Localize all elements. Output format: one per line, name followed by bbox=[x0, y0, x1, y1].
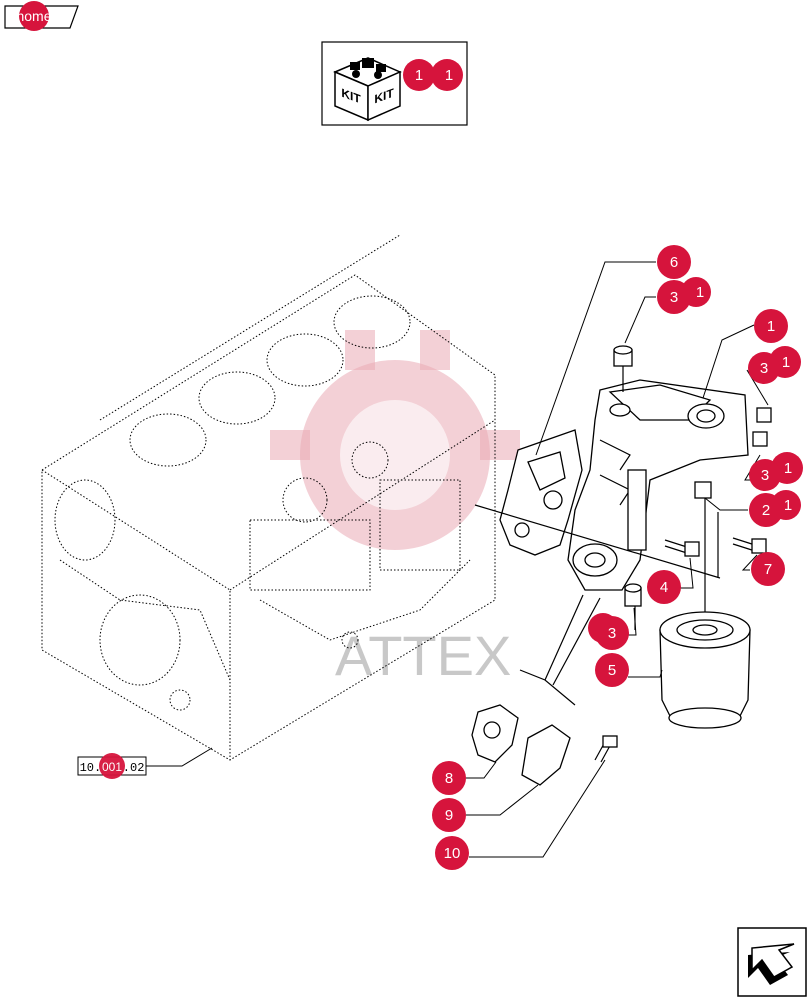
callout-9[interactable]: 9 bbox=[432, 798, 466, 832]
gasket bbox=[499, 429, 583, 556]
svg-text:3: 3 bbox=[761, 467, 769, 484]
callout-3-lower[interactable]: 3 bbox=[588, 613, 629, 650]
engine-block bbox=[41, 234, 496, 761]
svg-text:7: 7 bbox=[764, 561, 772, 578]
svg-text:3: 3 bbox=[760, 360, 768, 377]
callout-1-housing[interactable]: 1 bbox=[754, 309, 788, 343]
bolt-4 bbox=[664, 539, 700, 557]
plug-lower bbox=[624, 583, 642, 607]
svg-text:6: 6 bbox=[670, 254, 678, 271]
svg-text:3: 3 bbox=[670, 289, 678, 306]
svg-text:4: 4 bbox=[660, 579, 668, 596]
svg-text:1: 1 bbox=[782, 354, 790, 371]
callout-3-right-lower[interactable]: 1 3 bbox=[749, 452, 803, 491]
leader-lines bbox=[466, 261, 769, 858]
svg-text:1: 1 bbox=[696, 284, 704, 301]
home-button[interactable]: home bbox=[4, 1, 79, 31]
callout-10[interactable]: 10 bbox=[435, 836, 469, 870]
oil-filter bbox=[659, 611, 751, 729]
callout-4[interactable]: 4 bbox=[647, 570, 681, 604]
assembly-lines bbox=[474, 366, 721, 706]
return-arrow-icon bbox=[748, 943, 795, 985]
plug-mid bbox=[694, 481, 712, 499]
kit-callout[interactable]: 1 1 bbox=[403, 59, 463, 91]
svg-text:2: 2 bbox=[762, 502, 770, 519]
cover-gasket-8 bbox=[471, 704, 519, 763]
svg-text:8: 8 bbox=[445, 770, 453, 787]
svg-text:1: 1 bbox=[445, 67, 453, 84]
watermark-logo: ATTEX bbox=[270, 330, 520, 687]
kit-box-icon: KIT KIT bbox=[333, 57, 402, 122]
svg-text:001: 001 bbox=[102, 760, 122, 774]
bolt-10 bbox=[594, 735, 618, 763]
callout-3-upper[interactable]: 1 3 bbox=[657, 277, 711, 314]
callout-2[interactable]: 1 2 bbox=[749, 490, 801, 527]
watermark-text: ATTEX bbox=[335, 624, 511, 687]
plug-right-2 bbox=[752, 431, 768, 447]
oil-filter-housing bbox=[567, 379, 749, 591]
svg-text:5: 5 bbox=[608, 662, 616, 679]
plug-right-1 bbox=[756, 407, 772, 423]
return-arrow-button[interactable] bbox=[737, 927, 807, 997]
callout-3-right-upper[interactable]: 1 3 bbox=[748, 346, 801, 384]
callout-8[interactable]: 8 bbox=[432, 761, 466, 795]
callout-5[interactable]: 5 bbox=[595, 653, 629, 687]
callout-6[interactable]: 6 bbox=[657, 245, 691, 279]
svg-text:1: 1 bbox=[784, 460, 792, 477]
callout-7[interactable]: 7 bbox=[751, 552, 785, 586]
bolt-7 bbox=[732, 537, 767, 554]
svg-text:3: 3 bbox=[608, 625, 616, 642]
home-label: home bbox=[16, 8, 51, 24]
reference-tag[interactable]: 10.001.02 001 bbox=[77, 747, 213, 779]
svg-text:1: 1 bbox=[767, 318, 775, 335]
plug-top bbox=[613, 345, 633, 367]
kit-panel[interactable]: KIT KIT 1 1 bbox=[321, 41, 468, 126]
svg-text:1: 1 bbox=[415, 67, 423, 84]
cover-plate-9 bbox=[521, 724, 571, 786]
svg-text:10: 10 bbox=[444, 845, 461, 862]
svg-text:1: 1 bbox=[784, 497, 792, 514]
svg-text:9: 9 bbox=[445, 807, 453, 824]
